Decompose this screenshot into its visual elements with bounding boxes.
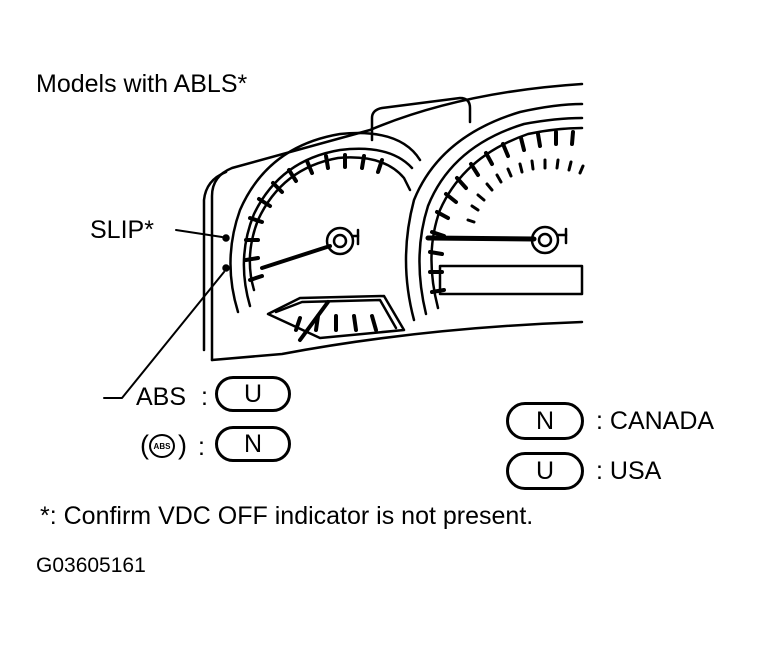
right-gauge-ticks	[428, 130, 575, 294]
right-gauge-face	[430, 126, 584, 310]
right-gauge-inner-scale	[466, 158, 585, 224]
abs-icon-open-paren: (	[140, 430, 149, 460]
slip-leader-line	[175, 229, 223, 238]
left-gauge-needle	[260, 244, 332, 270]
right-gauge-hub-outer	[530, 225, 560, 255]
slip-indicator-dot	[222, 234, 230, 242]
odometer-display	[438, 264, 584, 296]
right-gauge-needle	[425, 235, 537, 242]
legend-canada-badge: N	[506, 402, 584, 440]
slip-label: SLIP*	[90, 216, 154, 244]
legend-canada-text: : CANADA	[596, 407, 715, 435]
right-gauge-bezel-inner	[418, 116, 584, 316]
cluster-housing	[210, 82, 584, 362]
left-gauge-bezel-inner	[242, 147, 414, 308]
abs-icon-colon: :	[198, 433, 205, 461]
cluster-bottom-edge	[210, 320, 584, 362]
hood-tab	[370, 96, 472, 142]
legend-usa-text: : USA	[596, 457, 662, 485]
abs-warning-icon: ( ABS )	[140, 430, 196, 462]
cluster-inner-trim	[202, 170, 228, 352]
lower-gauge-ticks	[294, 314, 378, 332]
figure-id: G03605161	[36, 554, 146, 577]
abs-icon-value-badge: N	[215, 426, 291, 462]
left-gauge-bezel-outer	[229, 131, 422, 314]
abs-indicator-dot	[222, 264, 230, 272]
legend-usa-badge: U	[506, 452, 584, 490]
abs-icon-circle: ABS	[149, 434, 175, 458]
figure-title: Models with ABLS*	[36, 70, 248, 98]
left-gauge-hub-inner	[332, 233, 348, 249]
lower-gauge-needle	[298, 300, 330, 342]
abs-colon: :	[201, 383, 208, 411]
left-gauge-ticks	[244, 153, 384, 282]
abs-leader-line	[103, 271, 225, 399]
left-gauge-hub-outer	[325, 226, 355, 256]
right-gauge-bezel-outer	[404, 102, 584, 322]
left-gauge-face	[248, 156, 412, 292]
footnote: *: Confirm VDC OFF indicator is not pres…	[40, 502, 534, 530]
abs-value-badge: U	[215, 376, 291, 412]
lower-gauge-window	[266, 294, 406, 340]
right-gauge-hub-inner	[537, 232, 553, 248]
abs-icon-close-paren: )	[178, 430, 187, 460]
abs-label: ABS	[136, 383, 187, 411]
